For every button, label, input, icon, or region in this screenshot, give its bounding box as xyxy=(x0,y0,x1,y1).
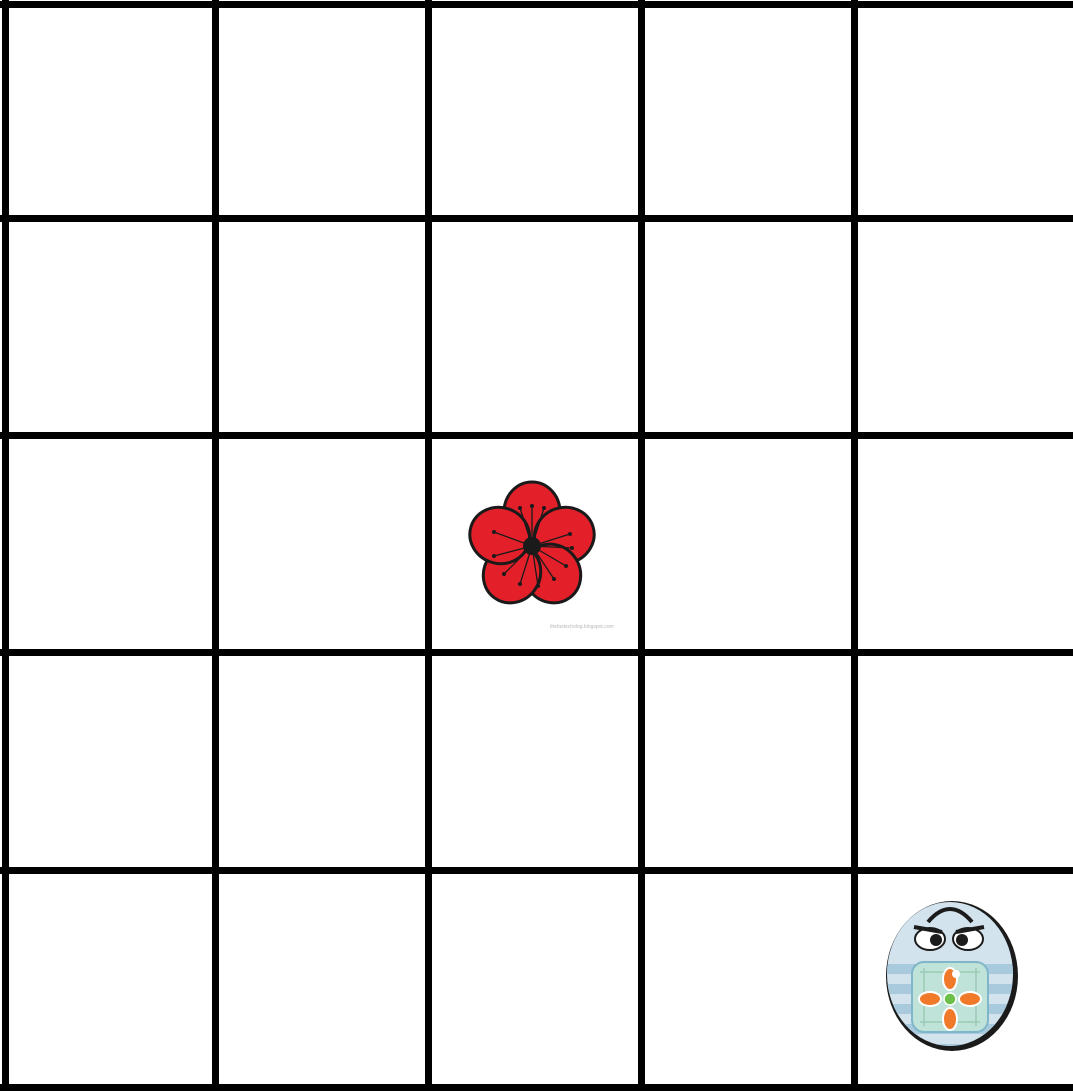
board-cell-r4-c1[interactable] xyxy=(9,656,212,867)
flower-target[interactable]: thefastecholog.blogspot.com xyxy=(450,458,610,636)
board-cell-r2-c4[interactable] xyxy=(645,222,851,432)
board-cell-r2-c2[interactable] xyxy=(219,222,425,432)
board-cell-r2-c5[interactable] xyxy=(858,222,1073,432)
robot-player[interactable] xyxy=(880,894,1020,1054)
grid-line-vertical xyxy=(212,0,219,1089)
grid-line-horizontal xyxy=(0,649,1073,656)
board-cell-r3-c1[interactable] xyxy=(9,439,212,649)
bee-bot-robot-icon xyxy=(880,894,1020,1054)
red-flower-icon xyxy=(450,458,610,636)
board-cell-r5-c1[interactable] xyxy=(9,874,212,1084)
board-cell-r3-c4[interactable] xyxy=(645,439,851,649)
board-cell-r4-c5[interactable] xyxy=(858,656,1073,867)
grid-line-vertical xyxy=(425,0,432,1089)
board-cell-r5-c3[interactable] xyxy=(432,874,638,1084)
board-cell-r5-c2[interactable] xyxy=(219,874,425,1084)
grid-line-horizontal xyxy=(0,432,1073,439)
grid-line-vertical xyxy=(2,0,9,1089)
board-cell-r1-c4[interactable] xyxy=(645,8,851,215)
board-cell-r1-c1[interactable] xyxy=(9,8,212,215)
grid-line-horizontal xyxy=(0,1,1073,8)
grid-line-horizontal xyxy=(0,867,1073,874)
board-cell-r4-c2[interactable] xyxy=(219,656,425,867)
board-cell-r2-c3[interactable] xyxy=(432,222,638,432)
board-cell-r3-c5[interactable] xyxy=(858,439,1073,649)
grid-line-vertical xyxy=(851,0,858,1089)
grid-line-horizontal xyxy=(0,1084,1073,1091)
board-cell-r5-c4[interactable] xyxy=(645,874,851,1084)
board-cell-r2-c1[interactable] xyxy=(9,222,212,432)
board-cell-r1-c3[interactable] xyxy=(432,8,638,215)
board-cell-r1-c5[interactable] xyxy=(858,8,1073,215)
grid-line-horizontal xyxy=(0,215,1073,222)
board-cell-r3-c2[interactable] xyxy=(219,439,425,649)
grid-line-vertical xyxy=(638,0,645,1089)
flower-watermark: thefastecholog.blogspot.com xyxy=(550,624,614,630)
board-cell-r4-c3[interactable] xyxy=(432,656,638,867)
board-cell-r4-c4[interactable] xyxy=(645,656,851,867)
board-cell-r1-c2[interactable] xyxy=(219,8,425,215)
